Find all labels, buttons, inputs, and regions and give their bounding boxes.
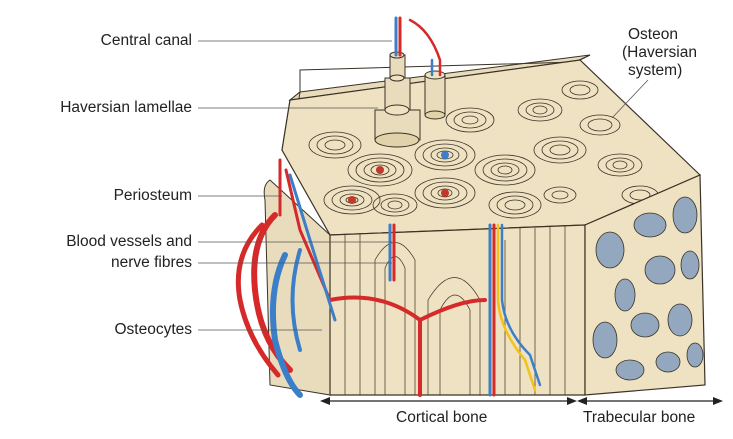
- label-blood-vessels-line2: nerve fibres: [111, 254, 192, 271]
- osteon-cylinder-large: [374, 51, 421, 148]
- label-haversian-lamellae: Haversian lamellae: [60, 99, 192, 116]
- label-osteon-line2: (Haversian: [622, 44, 697, 61]
- cortical-front-face: [329, 224, 586, 396]
- label-osteon-line3: system): [628, 62, 683, 79]
- osteon-rings: [308, 80, 659, 219]
- label-cortical-bone: Cortical bone: [396, 409, 488, 426]
- label-osteocytes: Osteocytes: [114, 321, 192, 338]
- trabecular-bone-arrow: [577, 397, 723, 405]
- label-central-canal: Central canal: [100, 32, 192, 49]
- cortical-bone-arrow: [320, 397, 577, 405]
- osteon-cylinder-small: [424, 70, 446, 120]
- leader-lines: [198, 40, 649, 331]
- periosteum: [263, 54, 591, 396]
- marrow-spaces: [592, 196, 704, 381]
- label-blood-vessels-line1: Blood vessels and: [66, 233, 192, 250]
- label-trabecular-bone: Trabecular bone: [583, 409, 696, 426]
- label-osteon-line1: Osteon: [628, 26, 678, 43]
- central-canal-dots: [348, 151, 449, 204]
- label-periosteum: Periosteum: [113, 187, 192, 204]
- blood-vessels: [235, 16, 542, 398]
